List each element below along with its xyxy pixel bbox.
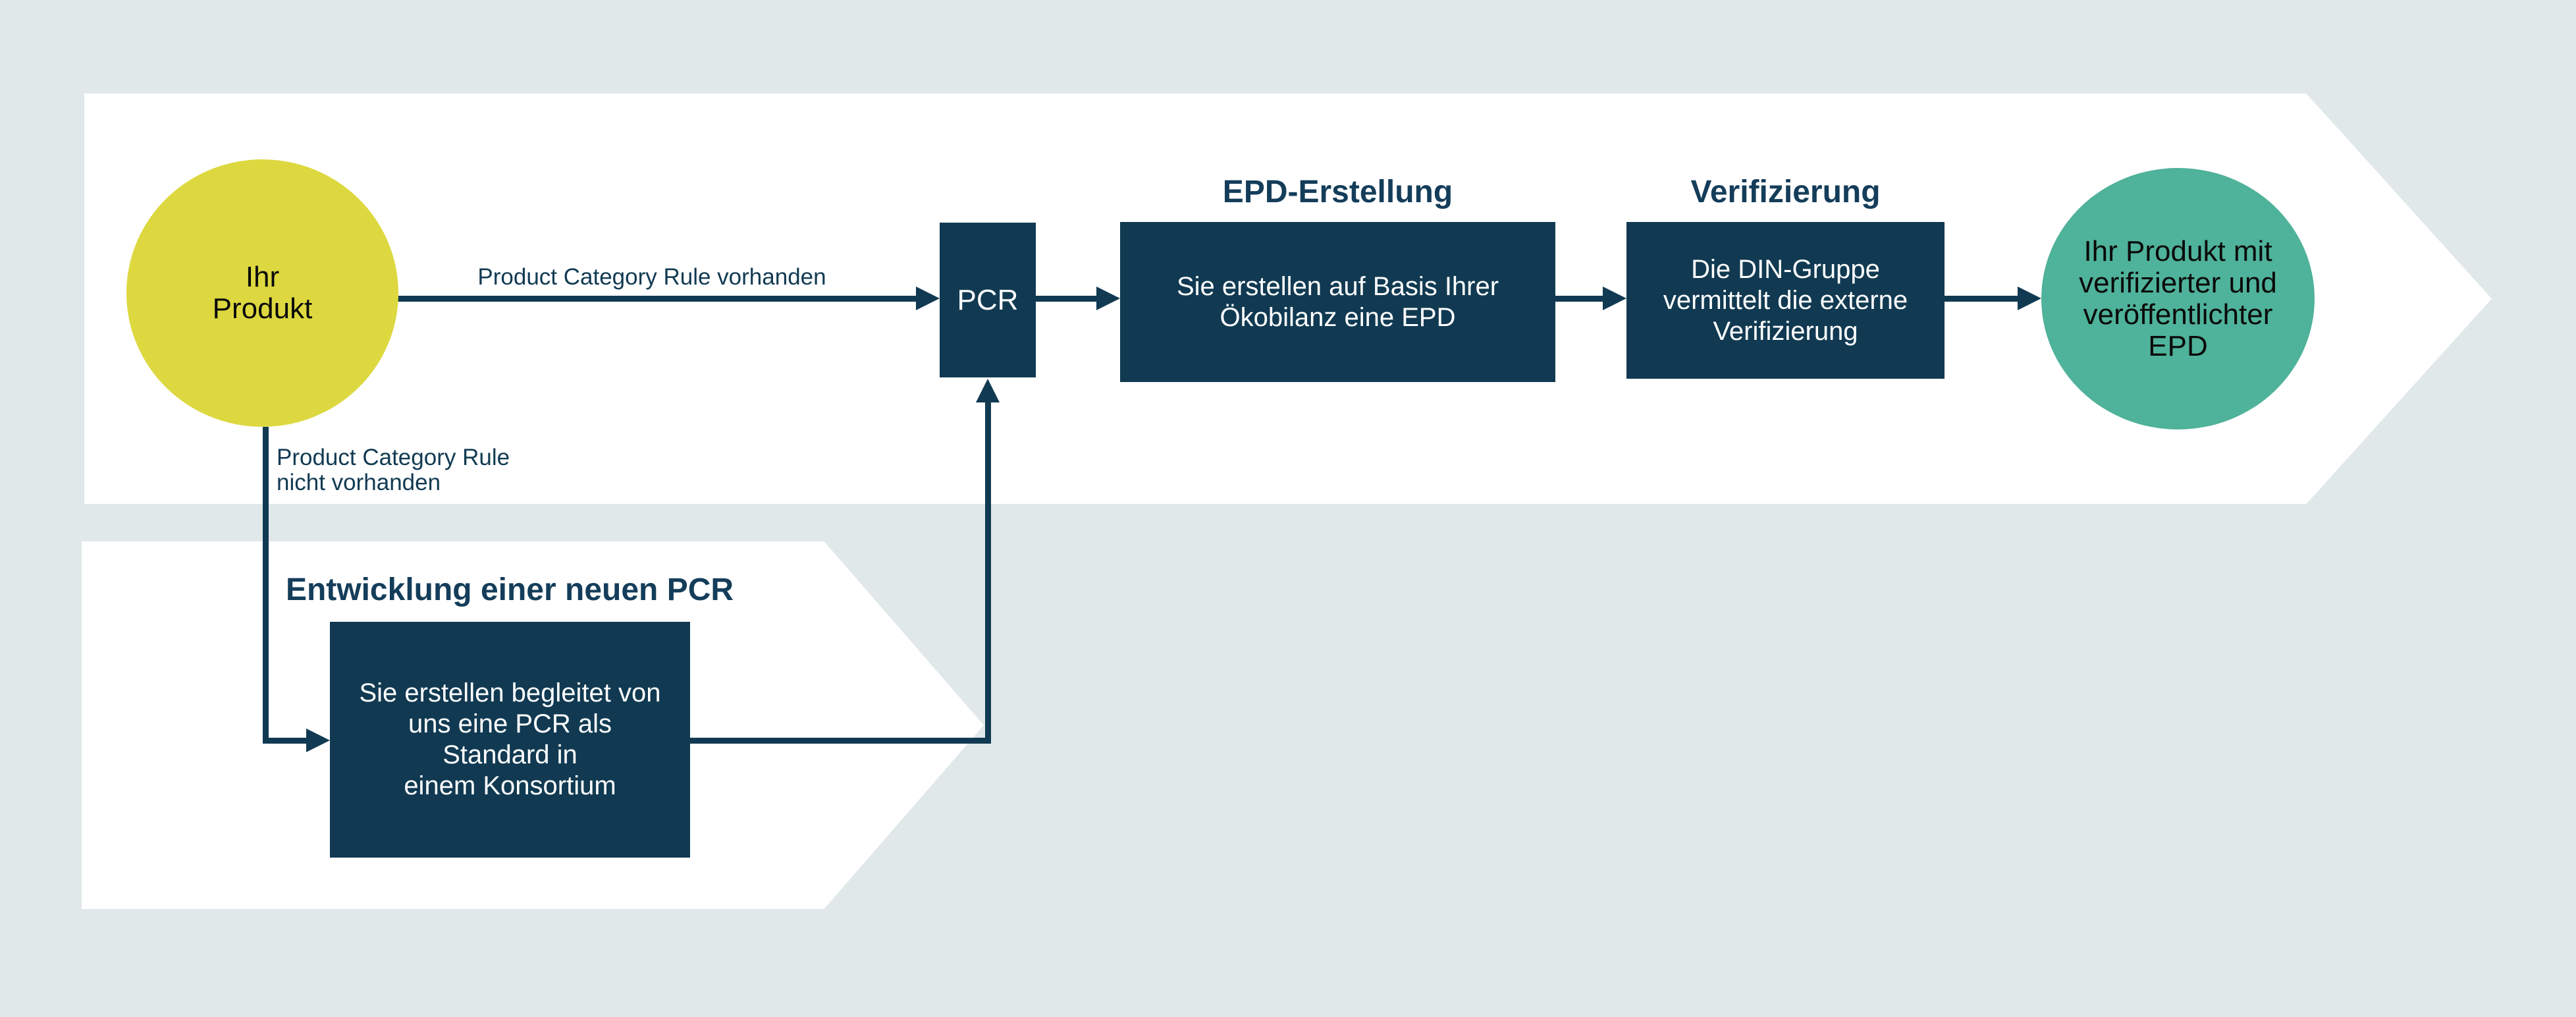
arrow-verification-to-result-head [2018, 287, 2041, 310]
pcr-box: PCR [940, 223, 1036, 377]
start-product-line1: Ihr [245, 261, 280, 293]
pcr-absent-label: Product Category Rule nicht vorhanden [277, 445, 553, 495]
result-product-circle: Ihr Produkt mit verifizierter und veröff… [2041, 168, 2315, 429]
new-pcr-development-heading: Entwicklung einer neuen PCR [285, 572, 734, 607]
arrow-pcr-to-epd-head [1096, 287, 1120, 310]
epd-creation-heading: EPD-Erstellung [1222, 175, 1453, 209]
start-product-circle: Ihr Produkt [126, 159, 398, 427]
pcr-box-label: PCR [957, 284, 1019, 316]
arrow-up-into-pcr-head [976, 379, 1000, 402]
new-pcr-development-box: Sie erstellen begleitet von uns eine PCR… [330, 622, 690, 858]
result-product-line4: EPD [2148, 329, 2208, 362]
epd-creation-box: Sie erstellen auf Basis Ihrer Ökobilanz … [1120, 222, 1555, 382]
pcr-present-label: Product Category Rule vorhanden [477, 264, 826, 290]
epd-creation-line2: Ökobilanz eine EPD [1220, 302, 1456, 332]
arrow-into-new-pcr-head [306, 728, 330, 752]
arrow-epd-to-verification-head [1603, 287, 1626, 310]
result-product-line2: verifizierter und [2079, 266, 2277, 299]
result-product-line3: veröffentlichter [2083, 298, 2273, 331]
result-product-line1: Ihr Produkt mit [2083, 234, 2272, 267]
branch-down-stem-line [263, 427, 269, 744]
pcr-absent-label-line1: Product Category Rule [277, 445, 510, 470]
verification-line1: Die DIN-Gruppe [1691, 254, 1880, 284]
pcr-absent-label-line2: nicht vorhanden [277, 470, 441, 495]
arrow-product-to-pcr-head [916, 287, 940, 310]
arrow-into-new-pcr-line [263, 738, 306, 744]
verification-heading: Verifizierung [1690, 175, 1881, 209]
return-path-vertical-line [985, 402, 991, 744]
new-pcr-line4: einem Konsortium [404, 771, 616, 800]
epd-creation-line1: Sie erstellen auf Basis Ihrer [1176, 271, 1499, 301]
arrow-product-to-pcr-line [395, 296, 916, 302]
verification-line3: Verifizierung [1713, 316, 1858, 346]
arrow-verification-to-result-line [1945, 296, 2018, 302]
start-product-line2: Produkt [212, 292, 313, 325]
return-path-horizontal-line [690, 738, 991, 744]
verification-line2: vermittelt die externe [1663, 285, 1908, 315]
arrow-pcr-to-epd-line [1036, 296, 1096, 302]
new-pcr-line2: uns eine PCR als [408, 709, 612, 738]
new-pcr-line3: Standard in [443, 740, 577, 769]
arrow-epd-to-verification-line [1555, 296, 1603, 302]
verification-box: Die DIN-Gruppe vermittelt die externe Ve… [1626, 222, 1945, 379]
new-pcr-line1: Sie erstellen begleitet von [359, 678, 661, 707]
